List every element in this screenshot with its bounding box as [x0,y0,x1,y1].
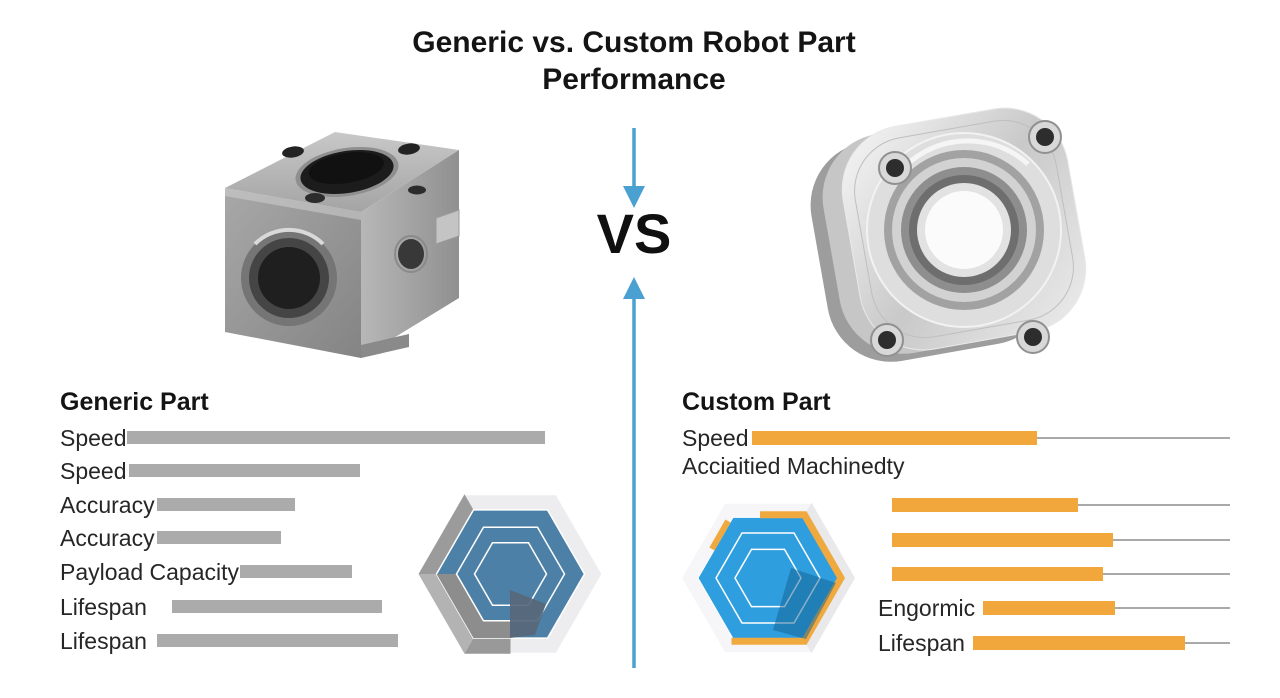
block-small-hole-ring [394,235,428,273]
block-top-bore [295,146,399,198]
generic-metric-label: Payload Capacity [60,559,239,585]
flange-groove [854,119,1074,339]
generic-part-heading: Generic Part [60,388,209,416]
generic-metric-label: Accuracy [60,492,155,518]
generic-metric-label: Lifespan [60,628,147,654]
custom-bar [892,533,1113,547]
block-top-hole [305,193,325,203]
radar-dark-wedge [510,590,546,638]
block-bottom-step [361,334,409,358]
radar-ring-segment [464,638,511,654]
radar-ring-segment [418,574,474,654]
block-top-hole [398,143,420,155]
custom-metric-label: Engormic [878,595,976,621]
radar-accent-border [731,511,846,645]
custom-bar [892,498,1078,512]
custom-metric-label: Speed [682,425,749,451]
radar-dark-wedge [773,568,836,639]
custom-metric-label: Lifespan [878,630,965,656]
page-title: Generic vs. Custom Robot Part Performanc… [0,24,1274,98]
custom-part-photo [810,107,1087,362]
custom-bar [752,431,1037,445]
up-arrow-icon [623,277,645,299]
generic-part-photo [225,132,460,358]
radar-ring-segment [473,620,511,639]
vs-label: VS [596,202,672,265]
block-edge-highlight [225,188,361,220]
custom-bar [973,636,1185,650]
generic-radar-hexagon [417,493,604,655]
generic-metric-label: Lifespan [60,594,147,620]
generic-bar [157,498,295,511]
custom-part-heading: Custom Part [682,388,831,416]
generic-bar [127,431,545,444]
vs-arrows [623,128,645,668]
custom-metric-label: Acciaitied Machinedty [682,453,905,479]
block-notch [435,209,460,245]
radar-ring-segment [803,578,855,654]
block-top-hole [408,185,426,195]
radar-accent-border [709,519,731,551]
radar-ring-segment [436,574,484,639]
custom-bar [892,567,1103,581]
generic-bar [240,565,352,578]
page-title-line1: Generic vs. Custom Robot Part [412,26,856,59]
generic-metric-label: Speed [60,458,127,484]
radar-ring-segment [418,494,474,574]
flange-bolt-holes [870,120,1062,357]
generic-metric-label: Speed [60,425,127,451]
custom-radar-hexagon [679,501,857,655]
down-arrow-icon [623,186,645,208]
page-title-line2: Performance [542,63,726,96]
generic-bar [157,634,398,647]
custom-bar [983,601,1115,615]
block-side-bore [241,227,337,326]
generic-bar [172,600,382,613]
flange-center-bore [866,132,1062,328]
radar-ring-segment [803,502,855,578]
generic-metric-label: Accuracy [60,525,155,551]
generic-bar [129,464,360,477]
generic-bar [157,531,281,544]
block-top-hole [282,146,304,158]
block-small-hole [398,239,424,269]
